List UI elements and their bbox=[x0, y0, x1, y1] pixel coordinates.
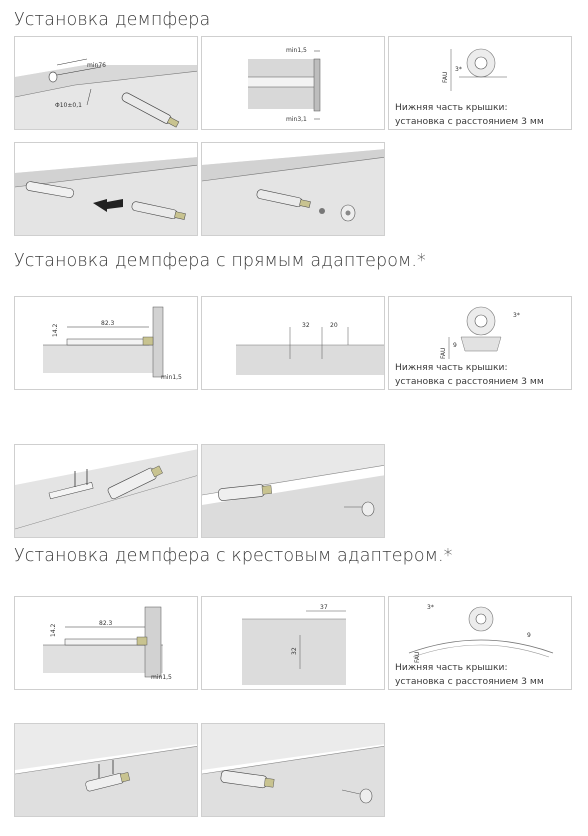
dim-14-2-a: 14.2 bbox=[52, 323, 59, 337]
dim-32-a: 32 bbox=[302, 322, 310, 329]
dim-fau-1: FAU bbox=[442, 72, 449, 83]
dim-three-3: 3* bbox=[427, 604, 434, 611]
illustration-cross-adapter-holes: 37 32 bbox=[201, 596, 385, 690]
section-title-straight-adapter: Установка демпфера с прямым адаптером.* bbox=[14, 251, 426, 271]
dim-fau-2: FAU bbox=[440, 348, 447, 359]
dim-phi10: Φ10±0,1 bbox=[55, 102, 82, 109]
dim-20: 20 bbox=[330, 322, 338, 329]
dim-three-2: 3* bbox=[513, 312, 520, 319]
illustration-straight-adapter-screws bbox=[14, 444, 198, 538]
section-title-cross-adapter: Установка демпфера с крестовым адаптером… bbox=[14, 546, 453, 566]
illustration-cross-adapter-installed bbox=[201, 723, 385, 817]
illustration-lid-bottom-straight: FAU 9 3* Нижняя часть крышки: установка … bbox=[388, 296, 572, 390]
dim-82-3-b: 82.3 bbox=[99, 620, 113, 627]
illustration-lid-bottom: FAU 3* Нижняя часть крышки: установка с … bbox=[388, 36, 572, 130]
note-line-1-c: Нижняя часть крышки: bbox=[395, 662, 508, 673]
illustration-cross-adapter-dims: 82.3 14.2 min1,5 bbox=[14, 596, 198, 690]
note-line-2-c: установка с расстоянием 3 мм bbox=[395, 676, 544, 687]
dim-min1-5-c: min1,5 bbox=[151, 674, 172, 681]
illustration-side-dimensions: min1,5 min3,1 bbox=[201, 36, 385, 130]
illustration-straight-adapter-installed bbox=[201, 444, 385, 538]
dim-min3-1: min3,1 bbox=[286, 116, 307, 123]
illustration-insert-damper bbox=[14, 142, 198, 236]
illustration-lid-bottom-cross: 3* 9 FAU Нижняя часть крышки: установка … bbox=[388, 596, 572, 690]
dim-min76: min76 bbox=[87, 62, 106, 69]
dim-37: 37 bbox=[320, 604, 328, 611]
illustration-straight-adapter-dims: 82.3 14.2 min1,5 bbox=[14, 296, 198, 390]
note-line-2: установка с расстоянием 3 мм bbox=[395, 116, 544, 127]
illustration-drill-hole: min76 Φ10±0,1 bbox=[14, 36, 198, 130]
dim-9-a: 9 bbox=[453, 342, 457, 349]
section-title-damper: Установка демпфера bbox=[14, 10, 211, 30]
illustration-straight-adapter-holes: 32 20 bbox=[201, 296, 385, 390]
note-line-2-b: установка с расстоянием 3 мм bbox=[395, 376, 544, 387]
dim-three-1: 3* bbox=[455, 66, 462, 73]
dim-14-2-b: 14.2 bbox=[50, 623, 57, 637]
illustration-cross-adapter-screws bbox=[14, 723, 198, 817]
dim-9-b: 9 bbox=[527, 632, 531, 639]
note-line-1-b: Нижняя часть крышки: bbox=[395, 362, 508, 373]
dim-32-b: 32 bbox=[291, 647, 298, 655]
dim-min1-5: min1,5 bbox=[286, 47, 307, 54]
dim-82-3-a: 82.3 bbox=[101, 320, 115, 327]
dim-fau-3: FAU bbox=[414, 652, 421, 663]
illustration-damper-installed bbox=[201, 142, 385, 236]
note-line-1: Нижняя часть крышки: bbox=[395, 102, 508, 113]
dim-min1-5-b: min1,5 bbox=[161, 374, 182, 381]
